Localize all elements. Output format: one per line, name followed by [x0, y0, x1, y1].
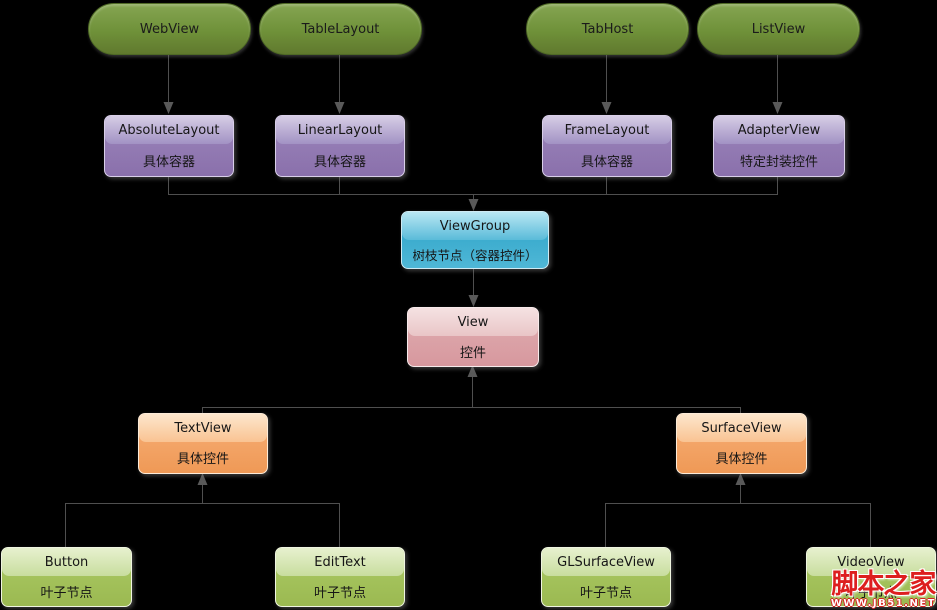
node-button: Button 叶子节点 [1, 547, 132, 607]
node-videoview: VideoView 叶子节点 [806, 547, 936, 607]
node-label: TabHost [581, 21, 634, 37]
node-tabhost: TabHost [526, 3, 689, 55]
node-title: EditText [276, 548, 404, 576]
node-linearlayout: LinearLayout 具体容器 [275, 115, 405, 177]
node-subtitle: 叶子节点 [40, 585, 93, 601]
node-label: TableLayout [301, 21, 380, 37]
node-label: WebView [139, 21, 200, 37]
node-title: View [408, 308, 538, 336]
node-subtitle: 具体容器 [142, 154, 195, 170]
node-framelayout: FrameLayout 具体容器 [542, 115, 672, 177]
node-title: ViewGroup [402, 212, 548, 240]
node-subtitle: 控件 [459, 345, 486, 361]
node-subtitle: 叶子节点 [313, 585, 366, 601]
node-adapterview: AdapterView 特定封装控件 [713, 115, 845, 177]
node-title: VideoView [807, 548, 935, 576]
watermark-url: WWW.JB51.NET [830, 598, 936, 609]
node-edittext: EditText 叶子节点 [275, 547, 405, 607]
node-label: ListView [751, 21, 806, 37]
node-subtitle: 叶子节点 [579, 585, 632, 601]
node-subtitle: 具体容器 [313, 154, 366, 170]
node-webview: WebView [88, 3, 251, 55]
node-glsurfaceview: GLSurfaceView 叶子节点 [541, 547, 671, 607]
node-absolutelayout: AbsoluteLayout 具体容器 [104, 115, 234, 177]
node-title: SurfaceView [677, 414, 806, 442]
node-subtitle: 具体容器 [580, 154, 633, 170]
watermark-brand: 脚本之家 [831, 569, 936, 600]
node-subtitle: 具体控件 [176, 452, 229, 467]
node-listview: ListView [697, 3, 860, 55]
node-tablelayout: TableLayout [259, 3, 422, 55]
node-title: Button [2, 548, 131, 576]
node-title: LinearLayout [276, 116, 404, 144]
node-view: View 控件 [407, 307, 539, 367]
node-title: AdapterView [714, 116, 844, 144]
node-subtitle: 叶子节点 [844, 585, 897, 601]
node-title: TextView [139, 414, 267, 442]
node-surfaceview: SurfaceView 具体控件 [676, 413, 807, 474]
node-viewgroup: ViewGroup 树枝节点（容器控件） [401, 211, 549, 269]
node-textview: TextView 具体控件 [138, 413, 268, 474]
node-title: AbsoluteLayout [105, 116, 233, 144]
node-subtitle: 特定封装控件 [739, 154, 818, 170]
node-subtitle: 具体控件 [715, 452, 768, 467]
node-subtitle: 树枝节点（容器控件） [412, 247, 538, 263]
node-title: FrameLayout [543, 116, 671, 144]
watermark: 脚本之家 WWW.JB51.NET [830, 569, 937, 609]
node-title: GLSurfaceView [542, 548, 670, 576]
